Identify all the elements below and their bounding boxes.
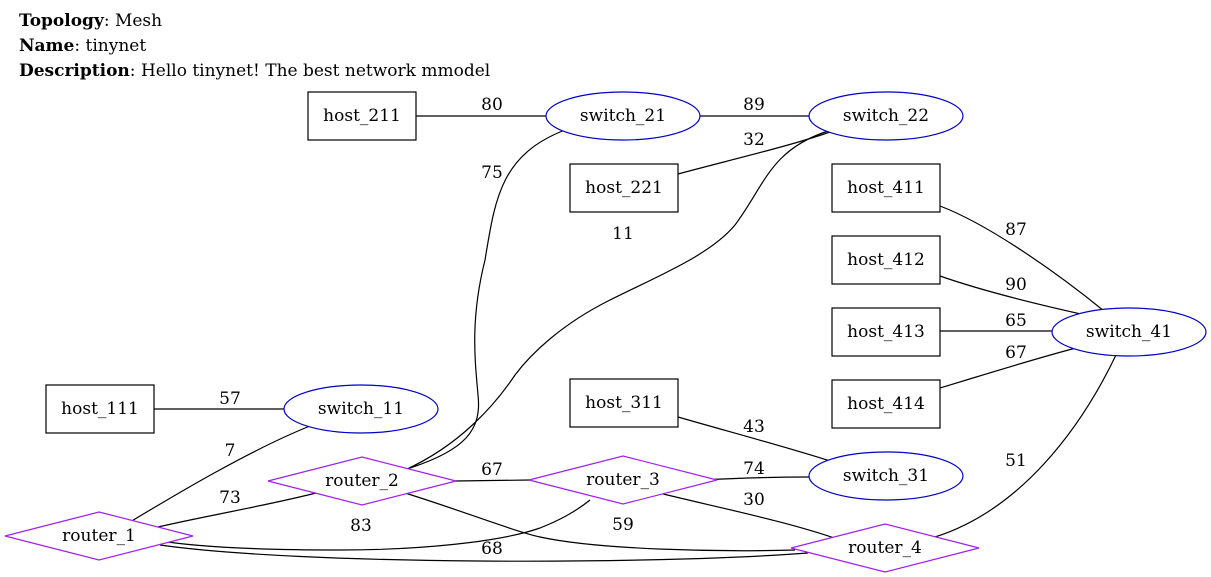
edge-switch_21-router_2: 75 xyxy=(409,129,566,469)
node-label: host_414 xyxy=(847,394,925,414)
edge-weight: 51 xyxy=(1005,451,1027,471)
edge-weight: 43 xyxy=(743,417,765,437)
edge-weight: 90 xyxy=(1005,275,1027,295)
edge-host_412-switch_41: 90 xyxy=(939,275,1091,317)
edge-router_1-router_2: 73 xyxy=(157,488,321,528)
node-label: host_411 xyxy=(847,178,925,198)
nodes: host_211 host_221 host_411 host_412 host… xyxy=(4,91,1207,573)
name-value: tinynet xyxy=(85,36,147,56)
node-label: router_1 xyxy=(62,526,136,546)
node-switch_41[interactable]: switch_41 xyxy=(1051,307,1207,357)
edges: 80 89 32 75 11 87 90 65 xyxy=(129,95,1117,562)
node-router_3[interactable]: router_3 xyxy=(528,455,718,505)
edge-weight: 11 xyxy=(612,224,634,244)
node-label: switch_22 xyxy=(843,106,929,126)
edge-host_311-switch_31: 43 xyxy=(677,416,831,462)
node-label: switch_21 xyxy=(580,106,666,126)
edge-weight: 67 xyxy=(481,460,503,480)
node-label: switch_41 xyxy=(1086,322,1172,342)
description-value: Hello tinynet! The best network mmodel xyxy=(140,61,491,81)
edge-weight: 30 xyxy=(743,490,765,510)
node-label: host_413 xyxy=(847,322,925,342)
edge-weight: 74 xyxy=(743,459,765,479)
edge-weight: 57 xyxy=(219,389,241,409)
edge-weight: 87 xyxy=(1005,220,1027,240)
node-host_211[interactable]: host_211 xyxy=(307,91,417,141)
node-router_1[interactable]: router_1 xyxy=(4,511,194,561)
node-label: switch_11 xyxy=(318,399,404,419)
node-host_221[interactable]: host_221 xyxy=(569,163,679,213)
edge-host_413-switch_41: 65 xyxy=(940,311,1052,332)
node-label: host_311 xyxy=(585,393,663,413)
edge-weight: 75 xyxy=(481,163,503,183)
node-host_111[interactable]: host_111 xyxy=(45,384,155,434)
description-line: Description: Hello tinynet! The best net… xyxy=(19,61,491,81)
node-router_4[interactable]: router_4 xyxy=(790,523,980,573)
edge-switch_41-router_4: 51 xyxy=(934,354,1117,538)
node-label: host_412 xyxy=(847,250,925,270)
node-label: switch_31 xyxy=(843,466,929,486)
node-host_411[interactable]: host_411 xyxy=(831,163,941,213)
edge-switch_11-router_1: 7 xyxy=(129,425,311,523)
node-host_413[interactable]: host_413 xyxy=(831,307,941,357)
node-label: host_211 xyxy=(323,106,401,126)
edge-weight: 73 xyxy=(219,488,241,508)
edge-weight: 67 xyxy=(1005,343,1027,363)
edge-router_1-router_4: 68 xyxy=(159,539,809,562)
edge-weight: 7 xyxy=(225,441,236,461)
node-label: host_221 xyxy=(585,178,663,198)
edge-host_111-switch_11: 57 xyxy=(154,389,286,410)
edge-router_2-router_3: 67 xyxy=(454,460,531,482)
topology-line: Topology: Mesh xyxy=(19,11,163,31)
edge-switch_21-switch_22: 89 xyxy=(700,95,809,117)
node-label: host_111 xyxy=(61,399,139,419)
edge-router_3-router_4: 30 xyxy=(654,490,841,541)
node-router_2[interactable]: router_2 xyxy=(267,456,457,506)
node-switch_31[interactable]: switch_31 xyxy=(808,451,964,501)
node-label: router_2 xyxy=(325,471,399,491)
node-host_414[interactable]: host_414 xyxy=(831,379,941,429)
edge-router_1-router_3: 83 xyxy=(154,499,591,551)
edge-router_2-router_4: 59 xyxy=(404,492,796,552)
node-host_311[interactable]: host_311 xyxy=(569,378,679,428)
node-label: router_4 xyxy=(848,538,922,558)
node-switch_21[interactable]: switch_21 xyxy=(545,91,701,141)
name-line: Name: tinynet xyxy=(19,36,147,56)
edge-weight: 83 xyxy=(350,516,372,536)
node-label: router_3 xyxy=(586,470,660,490)
edge-weight: 80 xyxy=(481,95,503,115)
edge-host_411-switch_41: 87 xyxy=(939,205,1105,312)
topology-value: Mesh xyxy=(114,11,163,31)
node-switch_11[interactable]: switch_11 xyxy=(283,384,439,434)
edge-weight: 89 xyxy=(743,95,765,115)
edge-weight: 32 xyxy=(743,130,765,150)
edge-weight: 65 xyxy=(1005,311,1027,331)
topology-header: Topology: Mesh Name: tinynet Description… xyxy=(19,9,490,84)
edge-host_414-switch_41: 67 xyxy=(939,343,1077,389)
edge-switch_22-router_2: 11 xyxy=(404,130,829,471)
edge-host_221-switch_22: 32 xyxy=(677,130,831,175)
edge-weight: 68 xyxy=(481,539,503,559)
edge-host_211-switch_21: 80 xyxy=(416,95,546,117)
edge-router_3-switch_31: 74 xyxy=(699,459,810,481)
node-switch_22[interactable]: switch_22 xyxy=(808,91,964,141)
edge-weight: 59 xyxy=(612,515,634,535)
node-host_412[interactable]: host_412 xyxy=(831,235,941,285)
